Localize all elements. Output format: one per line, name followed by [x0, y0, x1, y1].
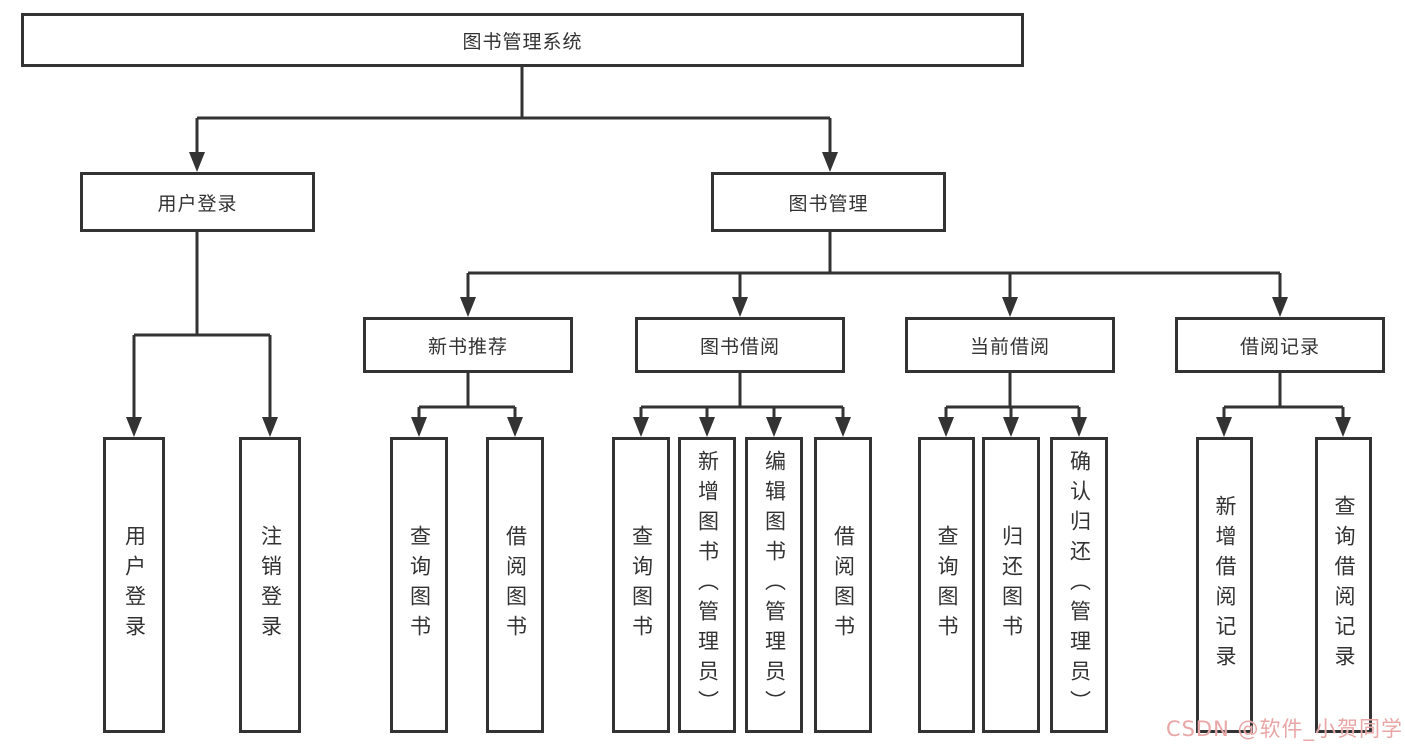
node-label: 当前借阅: [969, 335, 1050, 358]
leaf-query-books-recommend: 查询图书: [390, 437, 448, 733]
node-book-borrow: 图书借阅: [635, 317, 845, 373]
node-label: 查询图书: [407, 525, 432, 645]
node-label: 新增借阅记录: [1213, 495, 1237, 675]
node-current-borrow: 当前借阅: [905, 317, 1115, 373]
leaf-confirm-return-admin: 确认归还（管理员）: [1050, 437, 1108, 733]
node-label: 用户登录: [157, 192, 238, 215]
node-label: 新增图书（管理员）: [695, 450, 720, 720]
node-label: 新书推荐: [427, 335, 508, 358]
node-label: 用户登录: [122, 525, 147, 645]
leaf-borrow-books: 借阅图书: [814, 437, 872, 733]
leaf-query-books-current: 查询图书: [918, 437, 975, 733]
node-label: 借阅图书: [503, 525, 528, 645]
node-label: 查询图书: [629, 525, 654, 645]
node-label: 查询图书: [935, 525, 959, 645]
node-label: 归还图书: [999, 525, 1024, 645]
node-label: 图书管理: [788, 192, 869, 215]
node-label: 图书管理系统: [462, 30, 583, 53]
node-label: 编辑图书（管理员）: [762, 450, 787, 720]
node-label: 图书借阅: [699, 335, 780, 358]
leaf-borrow-books-recommend: 借阅图书: [486, 437, 544, 733]
leaf-logout: 注销登录: [239, 437, 301, 733]
node-label: 借阅记录: [1239, 335, 1320, 358]
node-label: 借阅图书: [831, 525, 856, 645]
node-label: 查询借阅记录: [1332, 495, 1356, 675]
node-borrow-records: 借阅记录: [1175, 317, 1385, 373]
node-label: 确认归还（管理员）: [1067, 450, 1092, 720]
leaf-add-books-admin: 新增图书（管理员）: [678, 437, 736, 733]
node-root-system: 图书管理系统: [21, 13, 1024, 67]
leaf-query-books-borrow: 查询图书: [612, 437, 670, 733]
leaf-user-login: 用户登录: [103, 437, 165, 733]
leaf-add-borrow-record: 新增借阅记录: [1196, 437, 1253, 733]
csdn-watermark: CSDN @软件_小贺同学: [1165, 717, 1403, 741]
leaf-query-borrow-record: 查询借阅记录: [1315, 437, 1372, 733]
leaf-return-books: 归还图书: [982, 437, 1040, 733]
node-new-book-recommend: 新书推荐: [363, 317, 573, 373]
node-label: 注销登录: [258, 525, 283, 645]
node-user-login: 用户登录: [80, 172, 315, 232]
node-book-management: 图书管理: [711, 172, 946, 232]
leaf-edit-books-admin: 编辑图书（管理员）: [745, 437, 803, 733]
